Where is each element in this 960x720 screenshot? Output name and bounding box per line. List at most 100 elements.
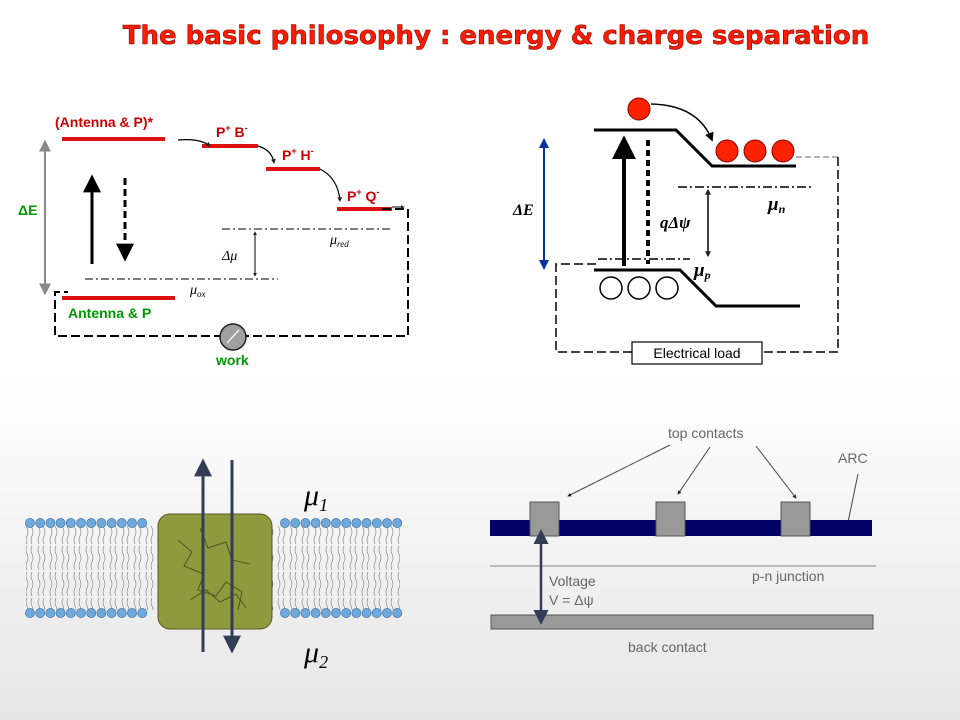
voltage-label-line2: V = Δψ: [549, 592, 594, 608]
lipid-head: [310, 518, 321, 528]
band-delta-e-label: ΔE: [512, 202, 534, 219]
lipid-head: [341, 518, 352, 528]
membrane-diagram: μ1 μ2: [25, 458, 403, 672]
lipid-head: [76, 608, 86, 618]
mu-p-label: μp: [693, 260, 711, 282]
photosynthesis-diagram: (Antenna & P)* P+ B- P+ H- P+ Q- Antenna…: [18, 114, 409, 368]
transfer-arrow-3: [319, 168, 343, 202]
lipid-head: [371, 608, 382, 618]
lipid-head: [137, 608, 148, 618]
lipid-head: [86, 518, 97, 528]
semiconductor-diagram: ΔE qΔψ μn μp Electrical load: [512, 97, 839, 365]
work-meter-needle: [226, 329, 240, 344]
lipid-head: [106, 608, 117, 618]
lipid-head: [65, 608, 76, 618]
excited-level-label: (Antenna & P)*: [55, 114, 154, 130]
mu-n-label: μn: [767, 194, 786, 216]
lipid-head: [310, 608, 321, 618]
lipid-head: [320, 518, 331, 528]
lipid-head: [106, 518, 117, 528]
lipid-head: [351, 608, 362, 618]
back-contact-label: back contact: [628, 639, 707, 655]
lipid-head: [35, 518, 46, 528]
mu-ox-label: μox: [189, 283, 206, 299]
mu2-label: μ2: [303, 636, 328, 672]
lipid-tails-left: [26, 526, 158, 610]
hole-1: [599, 276, 623, 300]
top-contact-pointer-2: [677, 446, 711, 495]
lipid-tails-right: [272, 526, 400, 610]
lipid-head: [361, 518, 372, 528]
lipid-head: [382, 608, 392, 618]
electrical-load-box: [631, 341, 763, 365]
membrane-protein-box: [157, 513, 273, 630]
lipid-head: [55, 608, 66, 618]
pq-level-label: P+ Q-: [347, 187, 379, 204]
electron-relax-arrow: [650, 103, 714, 142]
mu1-label: μ1: [303, 479, 328, 515]
top-contact-2: [655, 501, 686, 537]
lipid-head: [280, 608, 290, 618]
lipid-head: [45, 608, 56, 618]
lipid-head: [65, 518, 76, 528]
transfer-arrow-1: [177, 139, 211, 147]
pb-level-label: P+ B-: [216, 123, 248, 140]
lipid-head: [116, 518, 127, 528]
mu-red-label: μred: [329, 233, 349, 249]
lipid-head: [127, 518, 137, 528]
valence-band: [594, 268, 800, 308]
lipid-head: [361, 608, 372, 618]
slide-title: The basic philosophy : energy & charge s…: [123, 21, 870, 51]
lipid-head: [290, 608, 301, 618]
delta-mu-label: Δμ: [221, 249, 237, 264]
lipid-head: [55, 518, 66, 528]
top-contact-1: [529, 501, 560, 537]
top-contact-pointer-1: [567, 444, 671, 497]
lipid-head: [320, 608, 331, 618]
lipid-head: [371, 518, 382, 528]
delta-e-label: ΔE: [18, 202, 37, 218]
lipid-head: [392, 608, 403, 618]
lipid-head: [116, 608, 127, 618]
lipid-head: [300, 608, 311, 618]
back-contact-layer: [490, 614, 874, 630]
hole-2: [627, 276, 651, 300]
top-contact-3: [780, 501, 811, 537]
conduction-band: [594, 128, 796, 168]
molecule-sketch: [177, 527, 251, 611]
top-contact-pointer-3: [755, 445, 797, 499]
lipid-head: [331, 518, 341, 528]
transfer-arrow-2: [257, 145, 276, 164]
lipid-heads: [25, 518, 403, 618]
pn-junction-label: p-n junction: [752, 568, 824, 584]
top-contacts-label: top contacts: [668, 425, 744, 441]
lipid-head: [137, 518, 148, 528]
electron-2: [743, 139, 767, 163]
lipid-head: [35, 608, 46, 618]
lipid-head: [86, 608, 97, 618]
lipid-head: [351, 518, 362, 528]
lipid-head: [96, 608, 107, 618]
ground-level-label: Antenna & P: [68, 305, 151, 321]
work-label: work: [215, 352, 249, 368]
lipid-head: [76, 518, 86, 528]
lipid-head: [96, 518, 107, 528]
lipid-head: [331, 608, 341, 618]
lipid-head: [25, 608, 35, 618]
lipid-head: [25, 518, 35, 528]
voltage-label-line1: Voltage: [549, 573, 596, 589]
electron-excited: [627, 97, 651, 121]
q-delta-psi-label: qΔψ: [660, 213, 691, 232]
ph-level-label: P+ H-: [282, 146, 314, 163]
lipid-head: [382, 518, 392, 528]
solar-cell-diagram: top contacts ARC p-n junction back conta…: [490, 425, 876, 655]
lipid-head: [45, 518, 56, 528]
band-circuit: [555, 157, 839, 353]
hole-3: [655, 276, 679, 300]
electron-3: [771, 139, 795, 163]
lipid-head: [280, 518, 290, 528]
lipid-head: [392, 518, 403, 528]
electron-1: [715, 139, 739, 163]
lipid-head: [341, 608, 352, 618]
arc-label: ARC: [838, 450, 868, 466]
